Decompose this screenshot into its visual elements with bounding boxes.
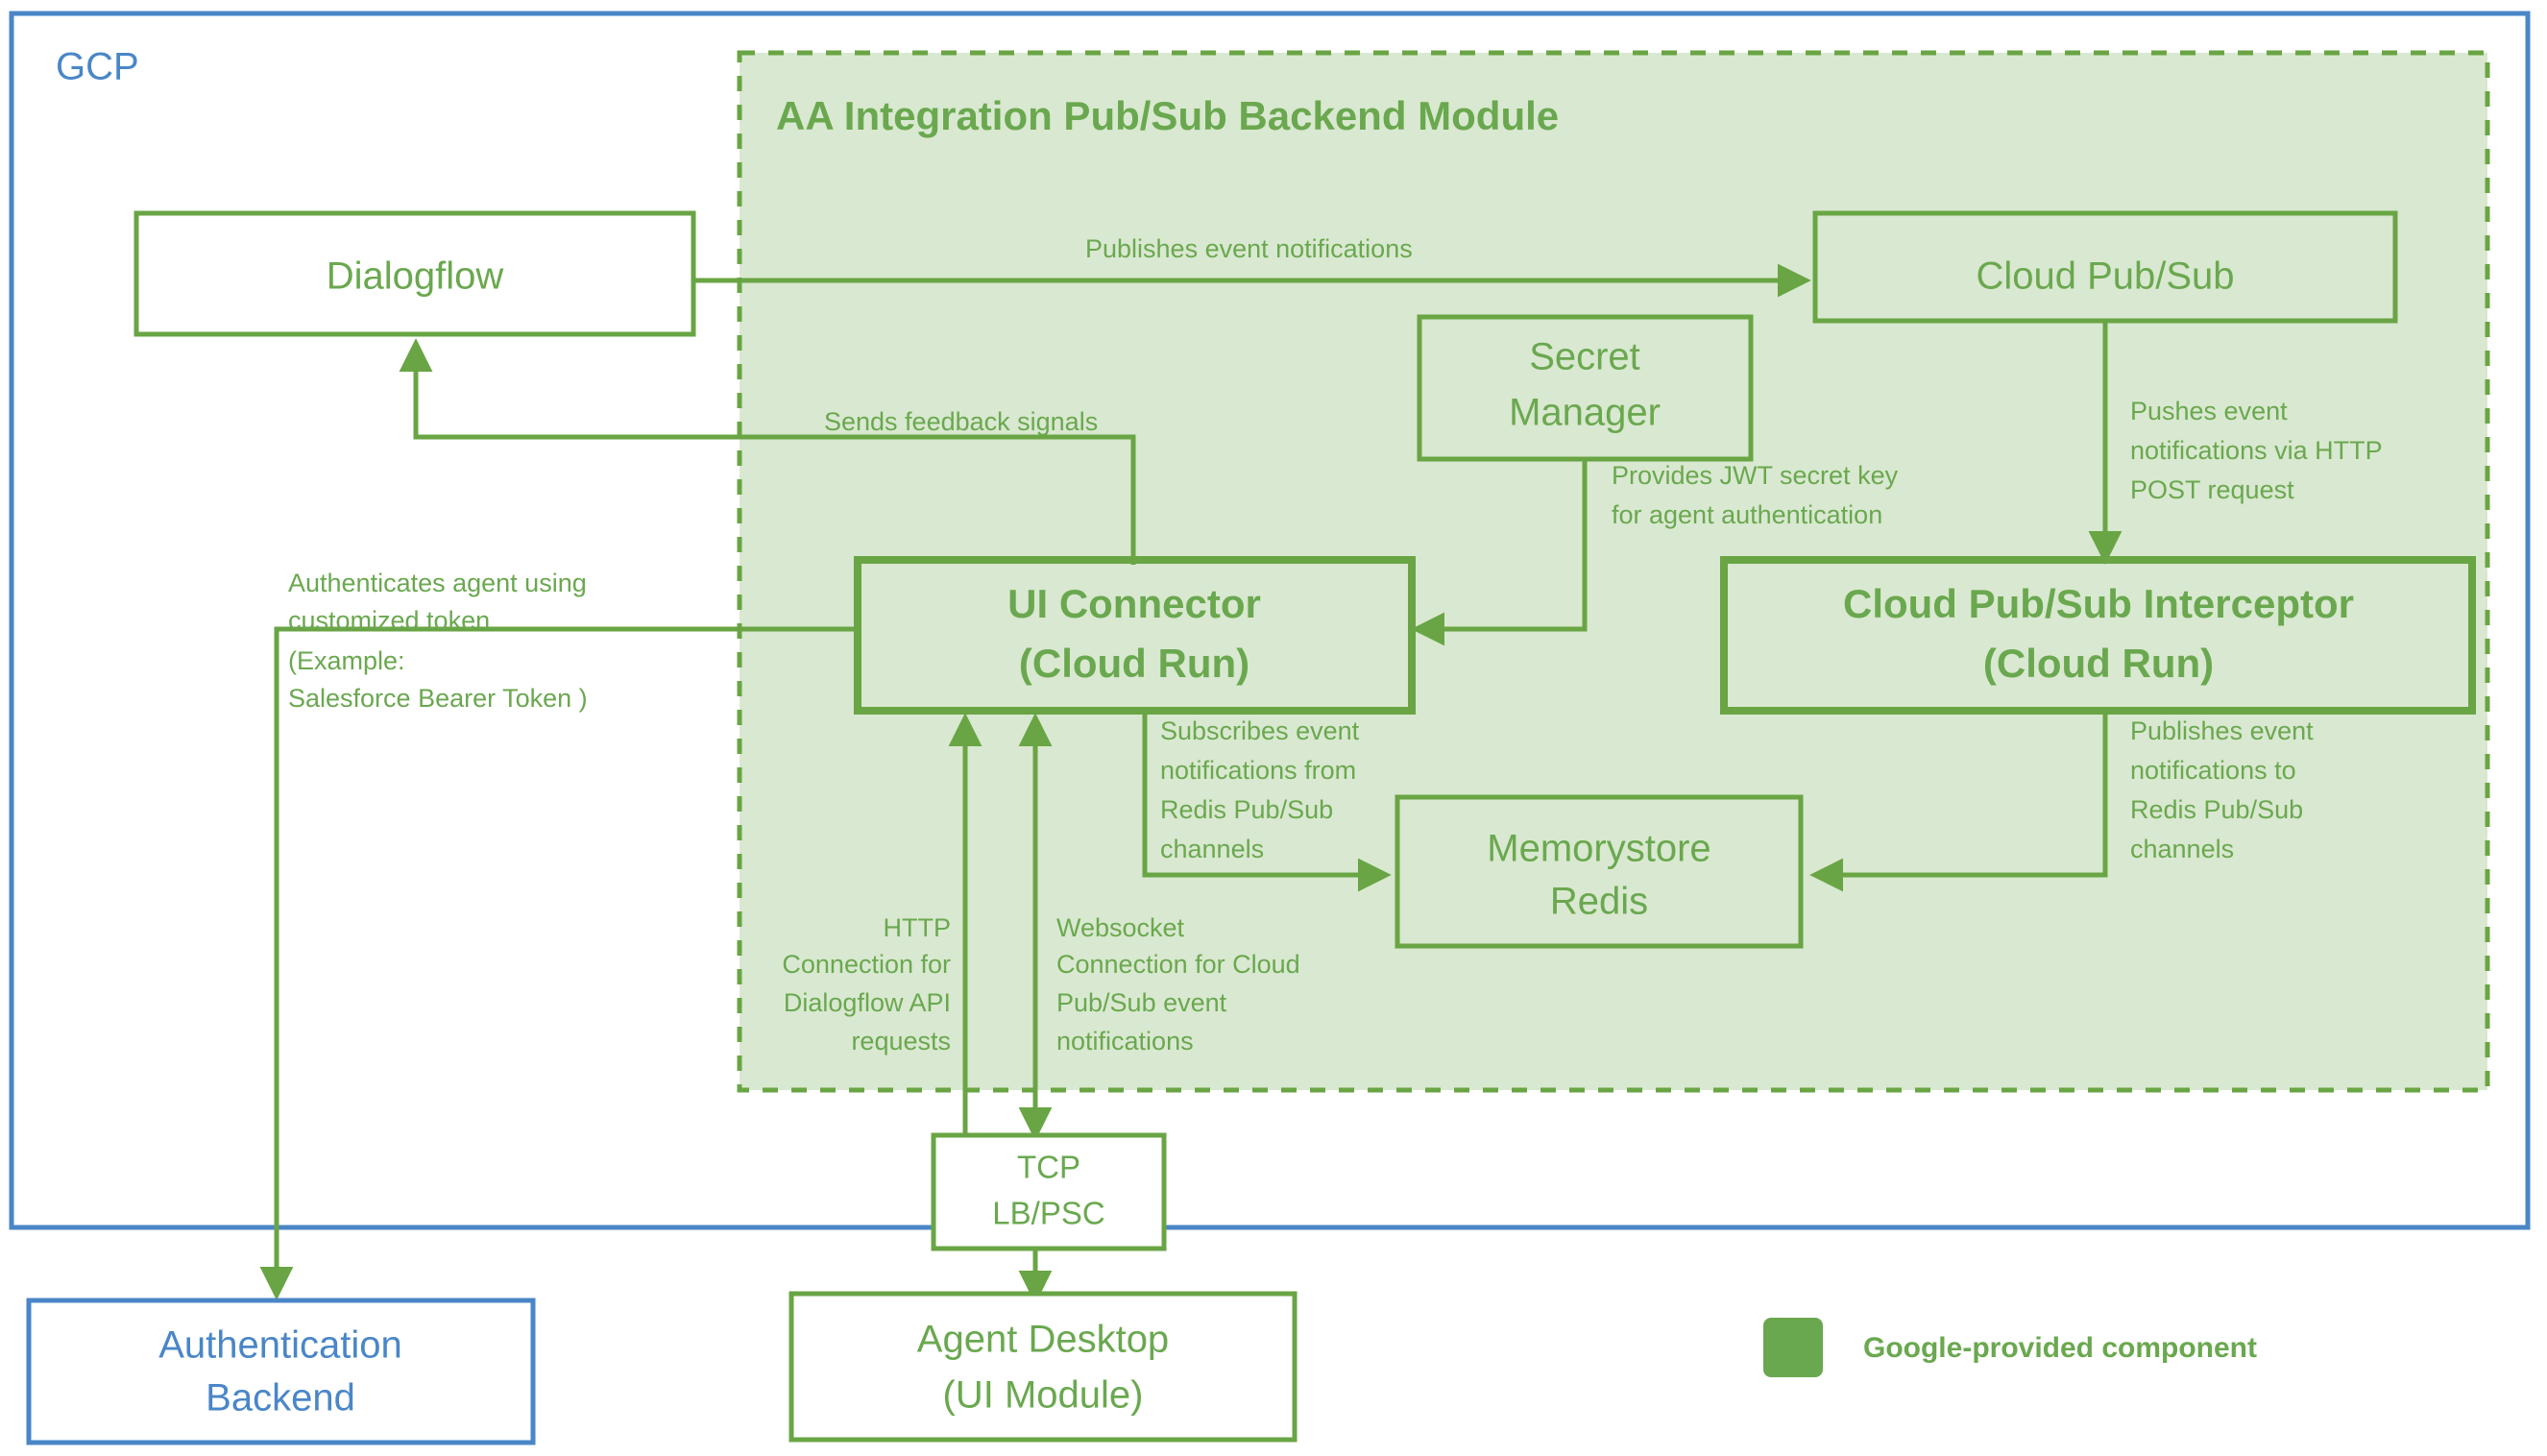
edge-ui-connector-to-dialogflow [399,338,1136,565]
edge-label-auth-line-4: Salesforce Bearer Token ) [288,684,588,713]
node-memorystore-line-1: Memorystore [1487,828,1710,870]
edge-ui-connector-to-memorystore [1142,711,1392,892]
edge-authenticates-agent [259,626,858,1300]
node-cloud-pubsub-label: Cloud Pub/Sub [1976,255,2234,298]
node-cloud-pubsub-interceptor[interactable]: Cloud Pub/Sub Interceptor (Cloud Run) [1720,556,2476,715]
node-ui-connector[interactable]: UI Connector (Cloud Run) [854,556,1416,715]
node-dialogflow[interactable]: Dialogflow [133,210,696,337]
edge-label-http-line-4: requests [851,1027,951,1056]
edge-label-auth-line-1: Authenticates agent using [288,569,587,597]
node-agent-desktop-line-2: (UI Module) [943,1374,1144,1417]
edge-label-pushes-line-3: POST request [2130,475,2294,504]
edge-label-http-line-2: Connection for [782,950,951,979]
edge-label-pushes-line-1: Pushes event [2130,397,2288,425]
edge-label-auth-line-2: customized token [288,606,490,635]
node-tcp-lb-psc[interactable]: TCP LB/PSC [931,1132,1167,1251]
node-ui-connector-line-2: (Cloud Run) [1019,641,1249,686]
edge-label-ws-line-4: notifications [1056,1027,1194,1056]
node-tcp-line-2: LB/PSC [992,1196,1104,1231]
legend: Google-provided component [1763,1318,2257,1377]
edge-label-publishes-redis-line-2: notifications to [2130,756,2296,785]
module-title: AA Integration Pub/Sub Backend Module [776,93,1559,138]
node-interceptor-line-2: (Cloud Run) [1983,641,2214,686]
edge-label-subscribes-line-3: Redis Pub/Sub [1160,795,1333,824]
node-auth-backend-line-2: Backend [206,1377,355,1420]
node-secret-manager-line-2: Manager [1509,392,1661,434]
node-secret-manager[interactable]: Secret Manager [1417,314,1754,462]
node-memorystore-redis[interactable]: Memorystore Redis [1395,794,1804,949]
node-cloud-pubsub[interactable]: Cloud Pub/Sub [1812,210,2398,324]
edge-label-subscribes-line-1: Subscribes event [1160,716,1360,745]
edge-label-auth-line-3: (Example: [288,646,405,675]
node-memorystore-line-2: Redis [1550,881,1648,923]
edge-label-sends-feedback-signals: Sends feedback signals [824,407,1098,436]
edge-label-subscribes-line-4: channels [1160,835,1264,863]
node-tcp-line-1: TCP [1017,1150,1080,1185]
edge-label-provides-jwt-line-1: Provides JWT secret key [1612,461,1899,490]
edge-label-http-line-1: HTTP [884,913,952,942]
edge-label-subscribes-line-2: notifications from [1160,756,1356,785]
edge-label-ws-line-1: Websocket [1056,913,1185,942]
edge-label-publishes-redis-line-1: Publishes event [2130,716,2314,745]
gcp-label: GCP [56,46,139,88]
node-auth-backend-line-1: Authentication [158,1324,402,1367]
gcp-boundary [9,11,2531,1230]
node-interceptor-line-1: Cloud Pub/Sub Interceptor [1843,581,2354,626]
node-dialogflow-label: Dialogflow [327,255,504,298]
edge-label-http-line-3: Dialogflow API [784,988,951,1017]
edge-label-ws-line-3: Pub/Sub event [1056,988,1227,1017]
edge-label-publishes-redis-line-3: Redis Pub/Sub [2130,795,2303,824]
edge-label-publishes-event-notifications: Publishes event notifications [1085,234,1413,263]
edge-interceptor-to-memorystore [1809,711,2108,892]
node-ui-connector-line-1: UI Connector [1007,581,1261,626]
edge-secret-manager-to-ui-connector [1411,458,1588,646]
legend-label: Google-provided component [1863,1332,2257,1364]
legend-swatch [1763,1318,1823,1377]
node-authentication-backend[interactable]: Authentication Backend [26,1298,536,1445]
node-secret-manager-line-1: Secret [1529,336,1640,378]
edge-label-provides-jwt-line-2: for agent authentication [1612,500,1882,529]
edge-label-pushes-line-2: notifications via HTTP [2130,436,2383,465]
module-container [737,50,2490,1093]
edge-label-publishes-redis-line-4: channels [2130,835,2234,863]
node-agent-desktop-line-1: Agent Desktop [917,1319,1169,1361]
edge-label-ws-line-2: Connection for Cloud [1056,950,1300,979]
node-agent-desktop[interactable]: Agent Desktop (UI Module) [788,1291,1298,1443]
